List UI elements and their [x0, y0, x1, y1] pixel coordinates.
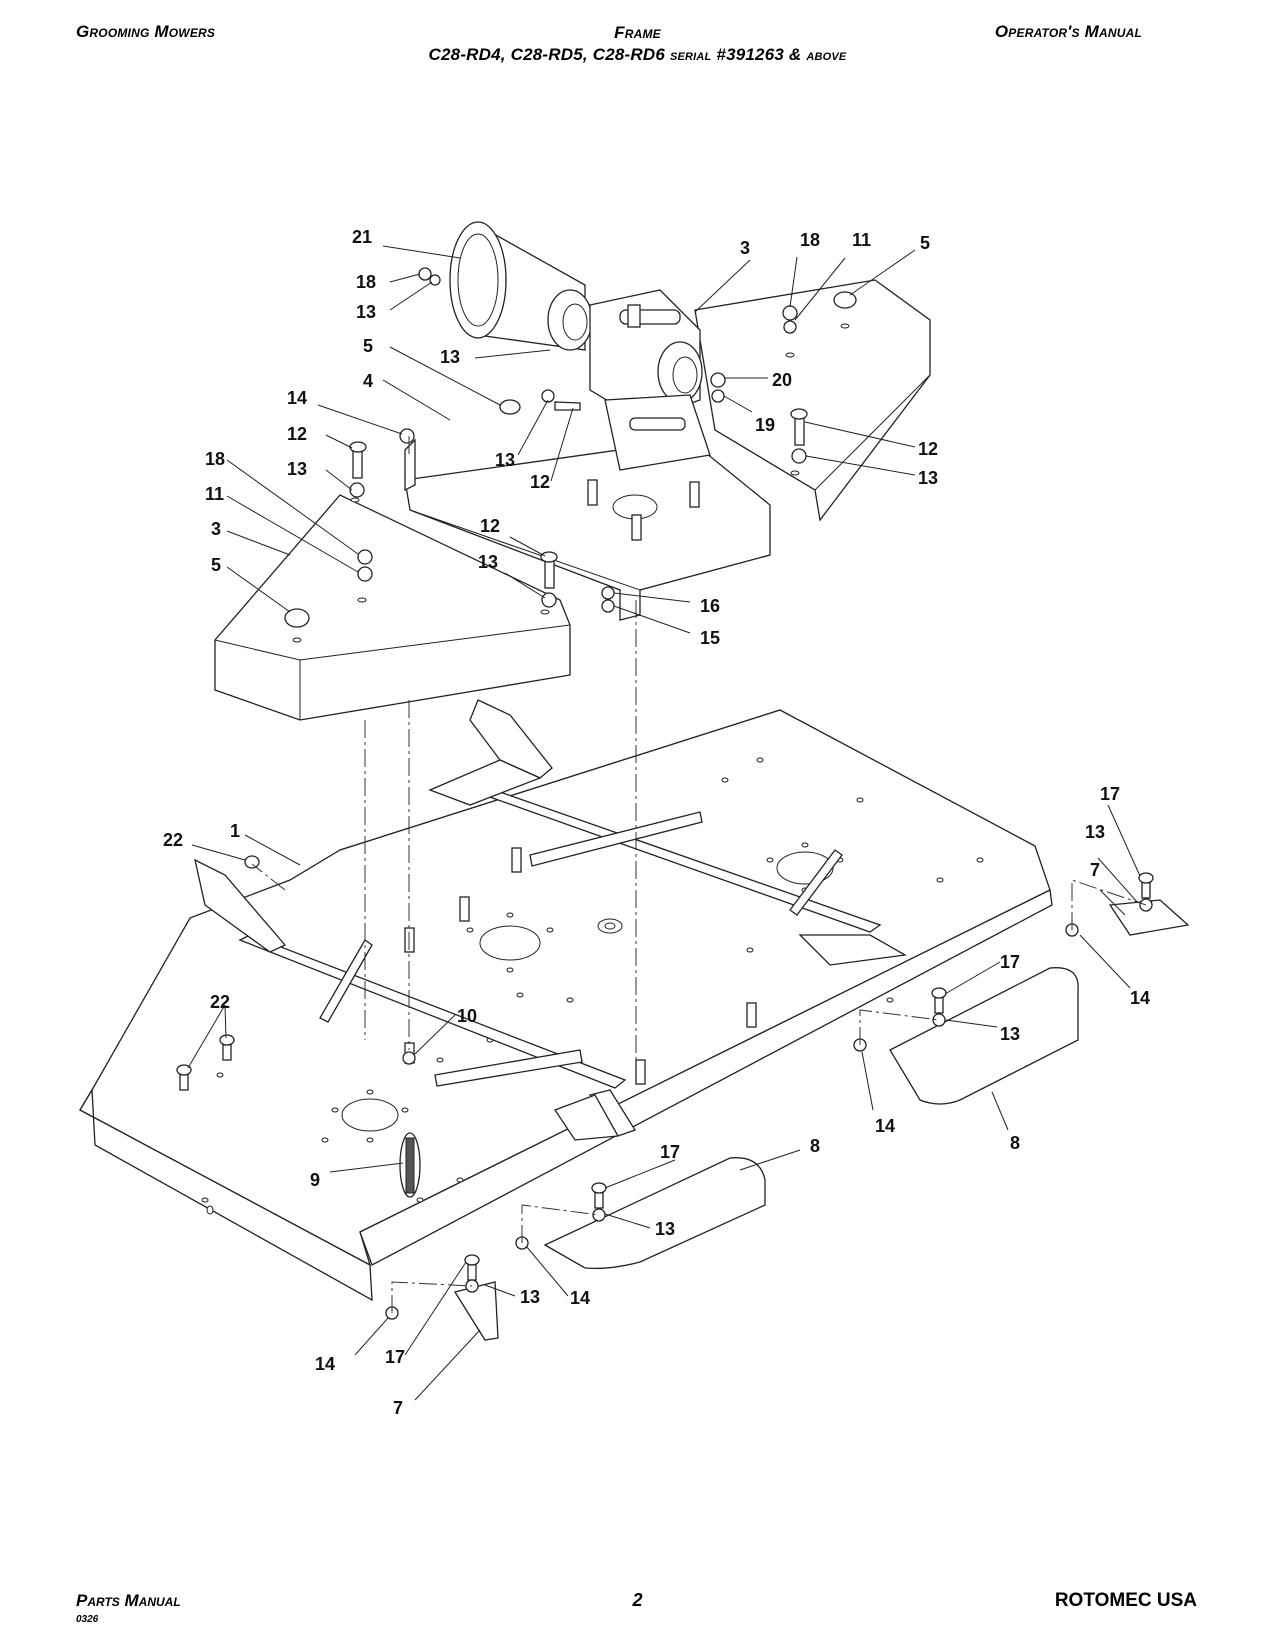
callout-7: 7 — [393, 1398, 403, 1418]
callout-13: 13 — [1085, 822, 1105, 842]
callout-13: 13 — [655, 1219, 675, 1239]
callout-13: 13 — [478, 552, 498, 572]
callout-5: 5 — [211, 555, 221, 575]
callout-11: 11 — [852, 230, 871, 250]
right-cover — [694, 279, 931, 522]
bracket-front — [453, 1281, 499, 1341]
mower-deck — [79, 699, 1053, 1302]
callout-8: 8 — [810, 1136, 820, 1156]
callout-labels: 21 18 13 13 5 4 14 12 13 18 11 3 5 13 12… — [163, 227, 1150, 1418]
callout-18: 18 — [205, 449, 225, 469]
model-list: C28-RD4, C28-RD5, C28-RD6 — [428, 45, 665, 64]
gearbox — [589, 289, 711, 471]
hydraulic-motor — [449, 221, 593, 351]
callout-9: 9 — [310, 1170, 320, 1190]
callout-21: 21 — [352, 227, 372, 247]
callout-12: 12 — [918, 439, 938, 459]
callout-17: 17 — [385, 1347, 405, 1367]
footer-code: 0326 — [76, 1614, 99, 1625]
callout-17: 17 — [660, 1142, 680, 1162]
callout-13: 13 — [440, 347, 460, 367]
callout-3: 3 — [740, 238, 750, 258]
callout-17: 17 — [1000, 952, 1020, 972]
page-number: 2 — [632, 1590, 643, 1610]
serial-word: serial — [669, 47, 712, 64]
callout-18: 18 — [356, 272, 376, 292]
callout-13: 13 — [918, 468, 938, 488]
callout-13: 13 — [356, 302, 376, 322]
skid-plate-right — [889, 967, 1079, 1105]
page-title: Frame — [614, 23, 661, 42]
callout-7: 7 — [1090, 860, 1100, 880]
callout-20: 20 — [772, 370, 792, 390]
callout-14: 14 — [315, 1354, 335, 1374]
leader-lines — [187, 245, 1141, 1401]
callout-18: 18 — [800, 230, 820, 250]
callout-10: 10 — [457, 1006, 477, 1026]
skid-plate-front — [543, 1157, 766, 1270]
footer-left: Parts Manual — [76, 1591, 181, 1610]
callout-14: 14 — [570, 1288, 590, 1308]
callout-22: 22 — [163, 830, 183, 850]
fasteners — [176, 267, 1154, 1320]
callout-16: 16 — [700, 596, 720, 616]
callout-13: 13 — [520, 1287, 540, 1307]
above-word: above — [806, 47, 847, 64]
footer-right: ROTOMEC USA — [1054, 1590, 1197, 1611]
callout-13: 13 — [287, 459, 307, 479]
callout-22: 22 — [210, 992, 230, 1012]
serial-number: #391263 & — [716, 45, 802, 64]
callout-11: 11 — [205, 484, 224, 504]
callout-5: 5 — [363, 336, 373, 356]
callout-13: 13 — [495, 450, 515, 470]
callout-12: 12 — [287, 424, 307, 444]
callout-12: 12 — [480, 516, 500, 536]
header-right: Operator's Manual — [994, 22, 1142, 41]
callout-14: 14 — [1130, 988, 1150, 1008]
callout-3: 3 — [211, 519, 221, 539]
callout-12: 12 — [530, 472, 550, 492]
callout-14: 14 — [875, 1116, 895, 1136]
callout-14: 14 — [287, 388, 307, 408]
callout-13: 13 — [1000, 1024, 1020, 1044]
callout-4: 4 — [363, 371, 373, 391]
callout-19: 19 — [755, 415, 775, 435]
callout-5: 5 — [920, 233, 930, 253]
model-line: C28-RD4, C28-RD5, C28-RD6 serial #391263… — [0, 44, 1275, 67]
callout-8: 8 — [1010, 1133, 1020, 1153]
callout-1: 1 — [230, 821, 240, 841]
header-center: Frame C28-RD4, C28-RD5, C28-RD6 serial #… — [0, 22, 1275, 67]
header-left: Grooming Mowers — [76, 22, 216, 41]
gearbox-mount-plate — [404, 438, 771, 621]
left-cover — [214, 494, 571, 721]
callout-17: 17 — [1100, 784, 1120, 804]
alignment-lines — [251, 436, 1147, 1313]
callout-15: 15 — [700, 628, 720, 648]
